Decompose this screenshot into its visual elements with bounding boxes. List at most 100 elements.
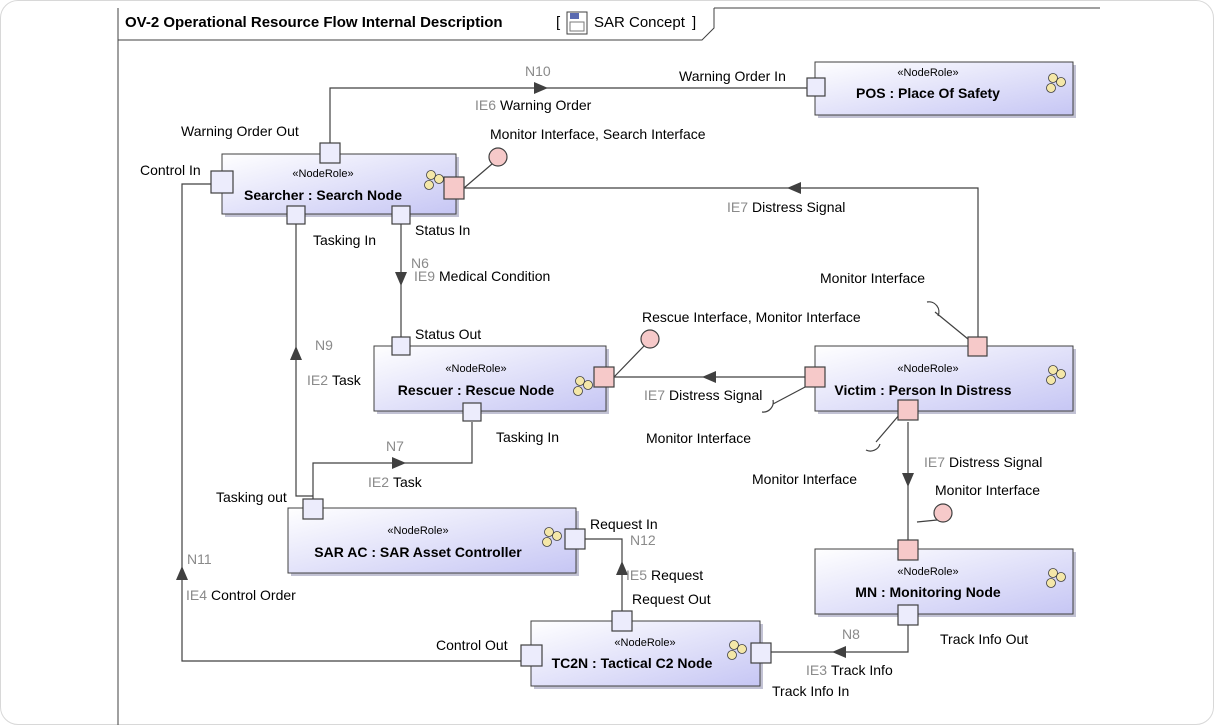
flow-line-n11[interactable] [181, 183, 522, 662]
node-name: SAR AC : SAR Asset Controller [314, 544, 522, 560]
node-name: Rescuer : Rescue Node [398, 382, 555, 398]
port-track-info-out[interactable] [897, 604, 919, 626]
port-status-in[interactable] [391, 205, 411, 225]
context-name[interactable]: SAR Concept [594, 14, 686, 31]
node-box [814, 548, 1074, 615]
rescuer-interface-lollipop[interactable] [640, 329, 660, 349]
node-sarac[interactable]: «NodeRole» SAR AC : SAR Asset Controller [287, 507, 579, 576]
node-searcher[interactable]: «NodeRole» Searcher : Search Node [221, 153, 459, 217]
needline-n7: N7 [386, 438, 404, 454]
flow-line-n8[interactable] [770, 624, 909, 653]
arrow-n8 [832, 646, 846, 658]
victim-left-socket[interactable] [761, 399, 774, 413]
node-stereotype: «NodeRole» [897, 363, 958, 375]
label-control-in: Control In [140, 162, 201, 178]
arrow-n12 [616, 561, 628, 575]
port-control-in[interactable] [210, 170, 234, 194]
arrowheads [176, 82, 914, 658]
flow-id: IE4 [186, 587, 207, 603]
flow-id: IE7 [924, 454, 945, 470]
header-tab-shape [117, 8, 715, 41]
mn-interface-lollipop[interactable] [933, 503, 953, 523]
port-request-out[interactable] [611, 610, 633, 632]
port-tasking-in-rescuer[interactable] [462, 402, 482, 422]
flow-name: Task [332, 372, 362, 388]
node-role-icon [424, 170, 444, 190]
flow-name: Medical Condition [439, 268, 550, 284]
interface-labels: Monitor Interface, Search Interface Moni… [490, 126, 1040, 498]
port-victim-top[interactable] [967, 336, 988, 357]
port-searcher-interface[interactable] [443, 176, 465, 200]
flow-line-n9[interactable] [295, 222, 313, 497]
diagram-title: OV-2 Operational Resource Flow Internal … [125, 14, 503, 31]
arrow-n7 [392, 457, 406, 469]
flow-id: IE2 [368, 474, 389, 490]
port-mn-interface[interactable] [897, 539, 919, 561]
node-role-icon [727, 640, 747, 660]
label-searcher-interface: Monitor Interface, Search Interface [490, 126, 706, 142]
flow-id: IE5 [626, 567, 647, 583]
interface-symbols [463, 147, 969, 523]
port-victim-left[interactable] [804, 366, 826, 388]
rescuer-interface-stem [613, 345, 645, 378]
victim-top-socket[interactable] [926, 301, 940, 317]
label-status-in: Status In [415, 222, 470, 238]
label-status-out: Status Out [415, 326, 481, 342]
node-role-icon [1046, 365, 1066, 385]
node-victim[interactable]: «NodeRole» Victim : Person In Distress [814, 345, 1076, 414]
label-tasking-out: Tasking out [216, 489, 287, 505]
node-role-icon [573, 376, 593, 396]
needline-n6: N6 [411, 255, 429, 271]
needline-n10: N10 [525, 63, 551, 79]
port-status-out[interactable] [391, 336, 411, 356]
flow-line-n10[interactable] [329, 87, 809, 143]
flow-name: Request [651, 567, 703, 583]
node-mn[interactable]: «NodeRole» MN : Monitoring Node [814, 548, 1076, 617]
port-tasking-out[interactable] [302, 498, 324, 520]
flow-id: IE7 [644, 387, 665, 403]
node-stereotype: «NodeRole» [445, 363, 506, 375]
needline-n9: N9 [315, 337, 333, 353]
port-control-out[interactable] [520, 644, 543, 667]
victim-bottom-socket[interactable] [865, 443, 881, 452]
node-role-icon [542, 527, 562, 547]
port-tasking-in-searcher[interactable] [286, 205, 306, 225]
label-rescuer-interface: Rescue Interface, Monitor Interface [642, 309, 861, 325]
package-diagram-icon [566, 11, 588, 35]
node-role-icon [1046, 73, 1066, 93]
victim-bottom-socket-stem [875, 413, 901, 443]
victim-left-socket-stem [772, 385, 808, 405]
flow-name: Task [393, 474, 423, 490]
arrow-n10 [534, 82, 548, 94]
port-rescuer-interface[interactable] [593, 366, 615, 388]
node-pos[interactable]: «NodeRole» POS : Place Of Safety [814, 61, 1076, 118]
port-warning-order-out[interactable] [319, 142, 341, 164]
arrow-ie7-mid [702, 371, 716, 383]
flow-name: Distress Signal [752, 199, 845, 215]
flow-line-n12[interactable] [584, 538, 623, 613]
port-warning-order-in[interactable] [806, 77, 826, 97]
flow-name: Distress Signal [949, 454, 1042, 470]
searcher-interface-stem [463, 163, 493, 189]
port-request-in[interactable] [564, 528, 586, 550]
flow-id: IE3 [806, 662, 827, 678]
node-box [530, 620, 761, 687]
label-request-out: Request Out [632, 591, 711, 607]
node-rescuer[interactable]: «NodeRole» Rescuer : Rescue Node [373, 345, 609, 414]
label-victim-left-interface: Monitor Interface [646, 430, 751, 446]
label-victim-bottom-interface: Monitor Interface [752, 471, 857, 487]
port-victim-bottom[interactable] [897, 399, 919, 421]
node-name: POS : Place Of Safety [856, 85, 1000, 101]
flow-id: IE9 [414, 268, 435, 284]
label-track-info-in: Track Info In [772, 683, 849, 699]
flow-line-ie7-top[interactable] [464, 187, 979, 339]
searcher-interface-lollipop[interactable] [488, 147, 508, 167]
node-tc2n[interactable]: «NodeRole» TC2N : Tactical C2 Node [530, 620, 763, 689]
node-stereotype: «NodeRole» [292, 168, 353, 180]
port-track-info-in[interactable] [750, 642, 772, 664]
node-box [373, 345, 607, 412]
